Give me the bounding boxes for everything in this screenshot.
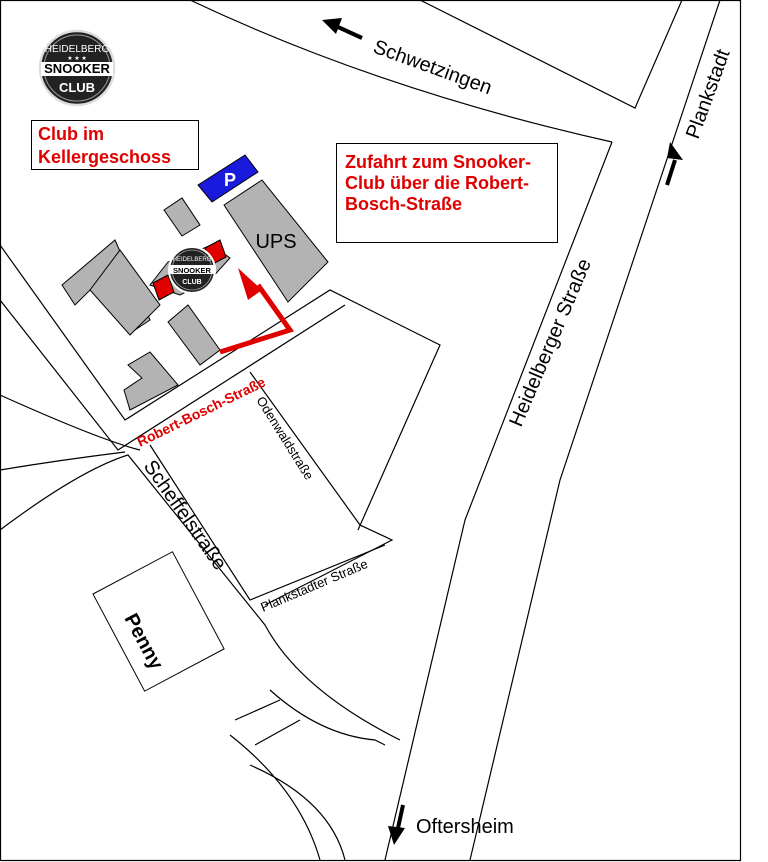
road-schwetzingen <box>189 0 613 143</box>
club-logo-small-bottom: CLUB <box>182 279 201 286</box>
club-logo-stars: ★ ★ ★ <box>67 55 86 62</box>
road-lower-curve <box>269 689 386 746</box>
road-robert-bosch-north <box>0 244 441 531</box>
club-entrance-west <box>152 274 175 301</box>
direction-plankstadt: Plankstadt <box>682 46 735 142</box>
street-label-heidelberger: Heidelberger Straße <box>505 256 596 430</box>
road-top-block <box>419 0 683 109</box>
building-west-2 <box>89 249 161 336</box>
arrow-schwetzingen-icon <box>322 18 363 40</box>
club-level-note-text: Club im Kellergeschoss <box>38 124 172 167</box>
building-middle <box>167 304 221 366</box>
road-lower-sw <box>229 734 321 861</box>
club-level-note: Club im Kellergeschoss <box>31 120 199 170</box>
club-logo-small: SNOOKER HEIDELBERG CLUB <box>168 246 216 294</box>
road-lower-sw-2 <box>249 764 346 861</box>
road-scheffel-main <box>0 454 401 741</box>
road-lower-spur-1 <box>234 699 281 721</box>
access-route-arrow <box>219 283 295 355</box>
road-west-link <box>0 451 126 471</box>
road-odenwald-block <box>249 371 394 606</box>
parking-area <box>197 154 259 203</box>
club-logo-bottom: CLUB <box>59 80 95 95</box>
parking-label: P <box>224 170 236 190</box>
club-logo-small-middle: SNOOKER <box>173 266 212 275</box>
map-frame <box>0 0 742 862</box>
access-note: Zufahrt zum Snooker-Club über die Robert… <box>336 143 558 243</box>
direction-oftersheim: Oftersheim <box>416 816 514 838</box>
club-logo: SNOOKER HEIDELBERG ★ ★ ★ CLUB <box>38 29 116 107</box>
arrow-oftersheim-icon <box>388 804 405 845</box>
street-label-odenwald: Odenwaldstraße <box>253 394 316 483</box>
road-heidelberger-west <box>384 141 613 861</box>
access-note-text: Zufahrt zum Snooker-Club über die Robert… <box>345 152 532 214</box>
ups-label: UPS <box>255 231 296 253</box>
street-label-plankstadter: Plankstadter Straße <box>258 556 370 615</box>
building-south <box>123 351 179 411</box>
club-logo-small-top: HEIDELBERG <box>173 257 212 263</box>
club-logo-top: HEIDELBERG <box>45 44 110 55</box>
road-robert-bosch-inner <box>0 299 346 451</box>
road-plankstadter-block <box>149 444 386 601</box>
building-ups <box>223 179 329 303</box>
street-label-scheffel: Scheffelstraße <box>139 456 231 574</box>
club-logo-middle: SNOOKER <box>44 61 110 76</box>
road-heidelberger-east <box>469 0 721 861</box>
arrow-plankstadt-icon <box>665 142 683 186</box>
building-small <box>163 197 201 237</box>
direction-schwetzingen: Schwetzingen <box>370 36 495 99</box>
road-scheffel-bend <box>0 394 141 451</box>
penny-building <box>92 551 225 692</box>
access-arrow-head <box>238 268 262 300</box>
road-lower-spur-2 <box>254 719 301 746</box>
